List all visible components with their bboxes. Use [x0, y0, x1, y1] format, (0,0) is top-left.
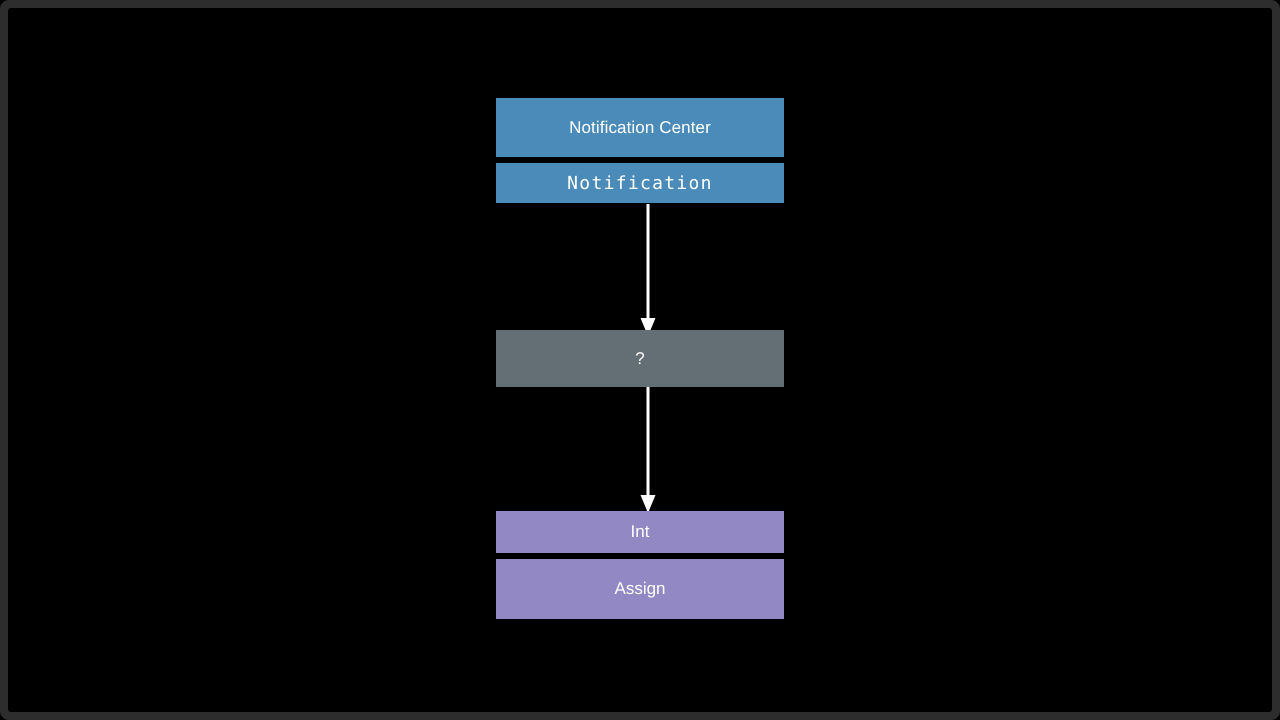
edge-unknown-to-assign	[632, 387, 664, 515]
diagram-canvas[interactable]: Notification Center Notification ? Int A…	[8, 8, 1272, 712]
node-assign-title: Assign	[496, 559, 784, 619]
node-notification-center-type: Notification	[496, 163, 784, 203]
node-unknown-title: ?	[496, 330, 784, 387]
node-unknown[interactable]: ?	[496, 330, 784, 387]
node-assign[interactable]: Int Assign	[496, 511, 784, 619]
edge-notification-to-unknown	[632, 204, 664, 338]
node-notification-center[interactable]: Notification Center Notification	[496, 98, 784, 211]
node-assign-type: Int	[496, 511, 784, 553]
node-notification-center-title: Notification Center	[496, 98, 784, 157]
